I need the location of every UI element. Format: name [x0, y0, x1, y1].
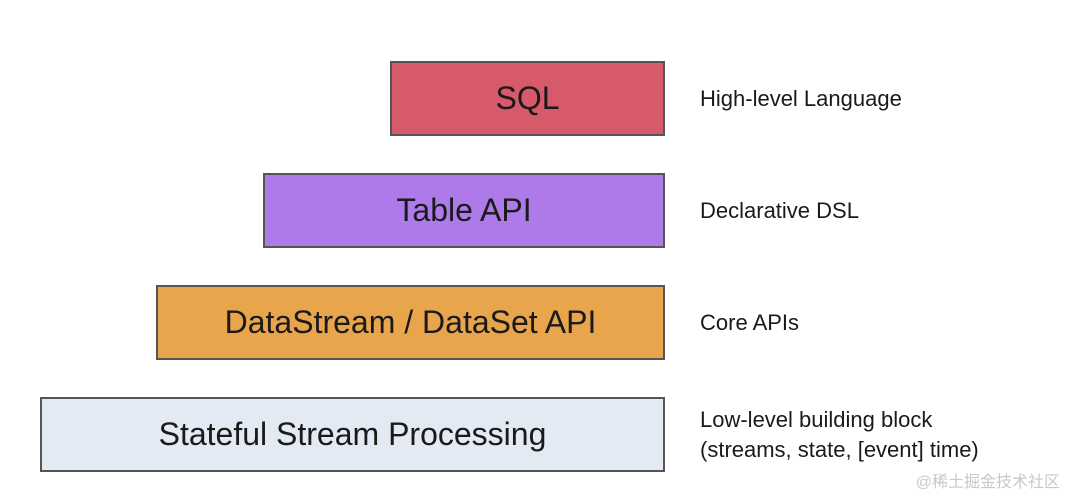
- layer-description-datastream-dataset-api: Core APIs: [700, 308, 799, 338]
- description-line: Core APIs: [700, 310, 800, 335]
- layer-description-stateful-stream-processing: Low-level building block (streams, state…: [700, 405, 979, 465]
- layer-description-table-api: Declarative DSL: [700, 196, 859, 226]
- layer-datastream-dataset-api: DataStream / DataSet API: [156, 285, 665, 360]
- description-line: High-level Language: [700, 86, 902, 111]
- description-line: (streams, state, [event] time): [700, 437, 979, 462]
- description-line: Declarative DSL: [700, 198, 859, 223]
- layer-table-api: Table API: [263, 173, 665, 248]
- layer-label: Table API: [396, 192, 532, 228]
- layer-label: DataStream / DataSet API: [224, 304, 597, 340]
- watermark: @稀土掘金技术社区: [915, 474, 1060, 491]
- layer-sql: SQL: [390, 61, 665, 136]
- layer-description-sql: High-level Language: [700, 84, 902, 114]
- layer-label: SQL: [495, 80, 560, 116]
- description-line: Low-level building block: [700, 407, 933, 432]
- layer-label: Stateful Stream Processing: [158, 416, 547, 452]
- layer-stateful-stream-processing: Stateful Stream Processing: [40, 397, 665, 472]
